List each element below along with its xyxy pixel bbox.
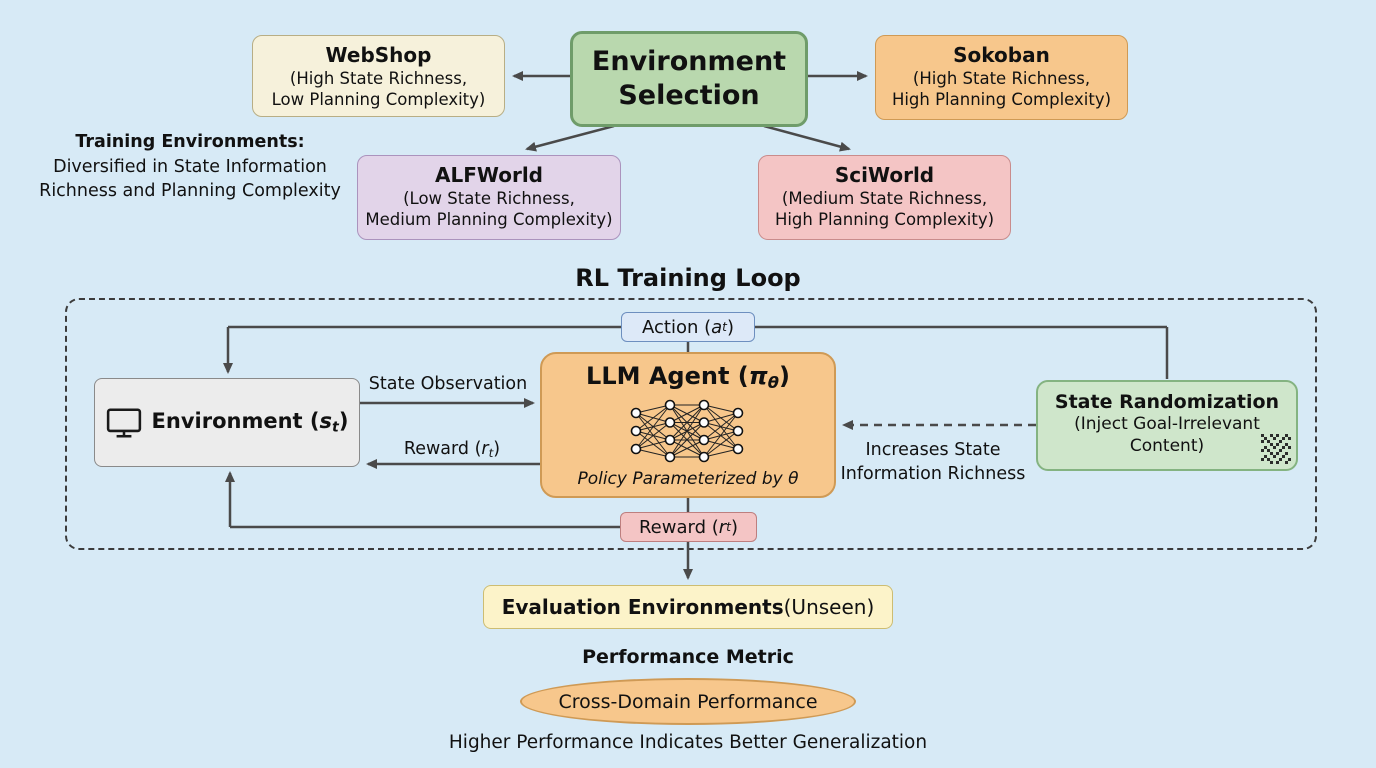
sokoban-line2: High Planning Complexity) <box>891 90 1112 110</box>
reward-label-suffix: ) <box>493 439 501 459</box>
state-randomization-line2: Content) <box>1129 436 1205 457</box>
reward-box-suffix: ) <box>730 516 739 538</box>
alfworld-box: ALFWorld (Low State Richness, Medium Pla… <box>357 155 621 240</box>
arrow-to-alfworld <box>525 124 615 152</box>
environment-label: Environment (st) <box>152 409 349 436</box>
reward-label-sub: t <box>488 445 494 460</box>
action-sub: t <box>722 320 727 334</box>
environment-selection-line2: Selection <box>618 80 760 111</box>
sokoban-line1: (High State Richness, <box>912 69 1091 88</box>
alfworld-line1: (Low State Richness, <box>403 189 575 208</box>
generalization-caption: Higher Performance Indicates Better Gene… <box>448 732 928 753</box>
llm-agent-footer: Policy Parameterized by θ <box>577 468 799 489</box>
llm-agent-box: LLM Agent (πθ) Policy Parameterized by θ <box>540 352 836 498</box>
llm-agent-title-suffix: ) <box>778 362 790 390</box>
neural-network-icon <box>630 399 744 462</box>
environment-sub: t <box>332 419 339 436</box>
webshop-title: WebShop <box>325 43 432 67</box>
llm-agent-title: LLM Agent (πθ) <box>586 362 790 392</box>
training-note-line1: Diversified in State Information <box>53 156 327 177</box>
cross-domain-performance-ellipse: Cross-Domain Performance <box>520 678 856 725</box>
reward-box-var: r <box>718 516 727 538</box>
sciworld-title: SciWorld <box>834 163 935 187</box>
environment-label-suffix: ) <box>338 409 349 434</box>
sciworld-box: SciWorld (Medium State Richness, High Pl… <box>758 155 1011 240</box>
action-var: a <box>711 316 723 338</box>
increases-line2: Information Richness <box>840 464 1026 485</box>
environment-box: Environment (st) <box>94 378 360 467</box>
training-note-line2: Richness and Planning Complexity <box>39 181 341 201</box>
alfworld-title: ALFWorld <box>434 163 543 187</box>
action-label-prefix: Action ( <box>642 316 712 338</box>
sokoban-title: Sokoban <box>953 43 1050 67</box>
reward-label-prefix: Reward ( <box>403 439 482 459</box>
monitor-icon <box>106 407 141 438</box>
sciworld-line1: (Medium State Richness, <box>781 189 988 208</box>
sokoban-box: Sokoban (High State Richness, High Plann… <box>875 35 1128 120</box>
state-randomization-line1: (Inject Goal-Irrelevant <box>1074 414 1260 434</box>
evaluation-environments-box: Evaluation Environments (Unseen) <box>483 585 893 629</box>
reward-edge-label: Reward (rt) <box>372 437 532 461</box>
state-observation-label: State Observation <box>368 374 528 394</box>
performance-metric-label: Performance Metric <box>582 646 794 668</box>
environment-label-prefix: Environment ( <box>151 409 320 434</box>
environment-selection-box: Environment Selection <box>570 31 808 127</box>
environment-selection-line1: Environment <box>591 46 787 78</box>
webshop-box: WebShop (High State Richness, Low Planni… <box>252 35 505 117</box>
reward-box-prefix: Reward ( <box>638 516 719 538</box>
rl-loop-border <box>65 298 1317 550</box>
state-randomization-title: State Randomization <box>1054 391 1280 413</box>
evaluation-rest-label: (Unseen) <box>783 595 875 619</box>
increases-richness-label: Increases State Information Richness <box>823 438 1043 486</box>
llm-agent-title-prefix: LLM Agent ( <box>586 362 749 390</box>
environment-var: s <box>319 409 333 434</box>
training-note-title: Training Environments: <box>75 132 305 152</box>
arrow-to-sciworld <box>763 124 851 152</box>
evaluation-bold-label: Evaluation Environments <box>501 595 784 619</box>
action-label-suffix: ) <box>726 316 734 338</box>
training-environments-note: Training Environments: Diversified in St… <box>26 130 354 204</box>
reward-label-var: r <box>481 439 489 459</box>
alfworld-line2: Medium Planning Complexity) <box>365 210 613 230</box>
llm-agent-pi: π <box>748 362 768 390</box>
qr-code-icon <box>1261 434 1291 464</box>
llm-agent-theta-sub: θ <box>767 373 779 393</box>
state-randomization-box: State Randomization (Inject Goal-Irrelev… <box>1036 380 1298 471</box>
rl-training-loop-title: RL Training Loop <box>575 264 801 292</box>
increases-line1: Increases State <box>865 440 1001 460</box>
sciworld-line2: High Planning Complexity) <box>774 210 995 230</box>
webshop-line2: Low Planning Complexity) <box>271 90 486 110</box>
webshop-line1: (High State Richness, <box>289 69 468 88</box>
reward-box-sub: t <box>726 520 731 534</box>
